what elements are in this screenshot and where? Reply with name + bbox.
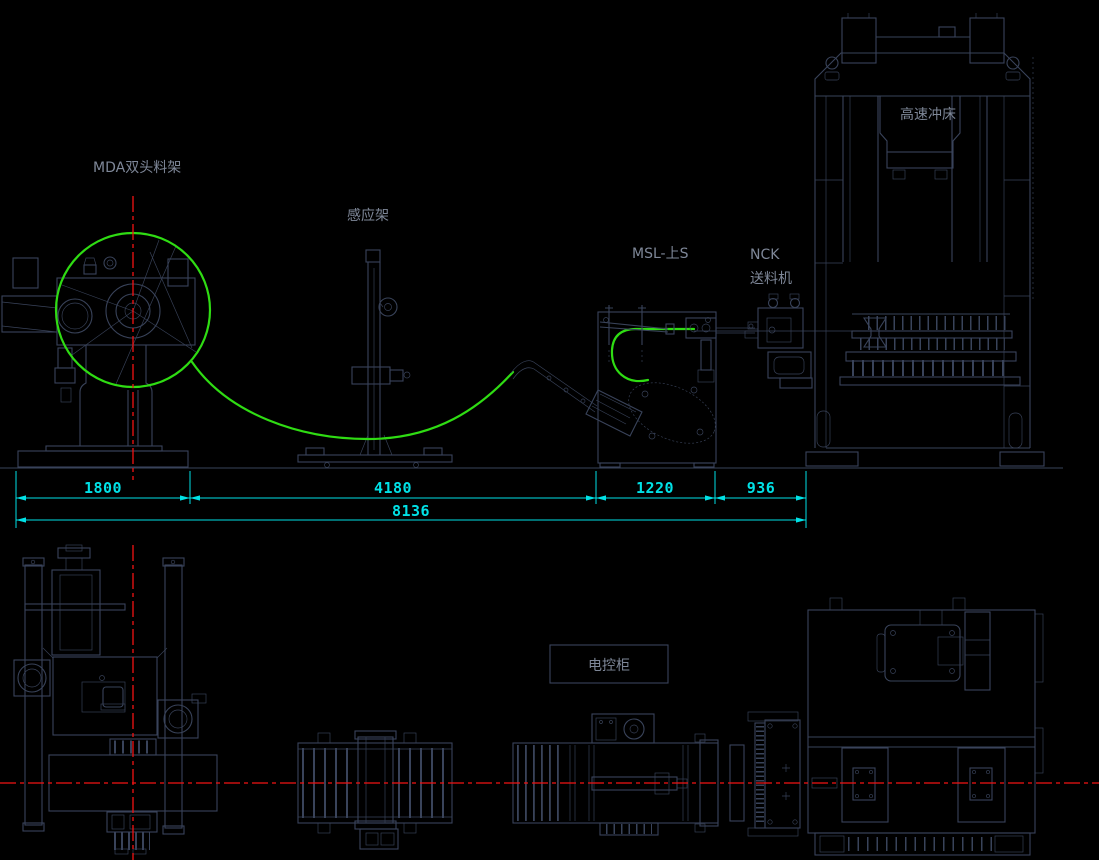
plan-view: 电控柜 — [0, 544, 1099, 860]
press-elevation — [805, 13, 1045, 467]
dim-936: 936 — [747, 479, 776, 497]
decoiler-label: MDA双头料架 — [93, 160, 181, 176]
cabinet-label: 电控柜 — [588, 658, 630, 674]
strip-sag-curve — [190, 360, 515, 441]
elevation-view: 1800 4180 1220 936 8136 MDA双头料架 感应架 MSL-… — [0, 13, 1063, 528]
feeder-plan — [729, 711, 801, 837]
roller-stand-plan — [297, 730, 453, 850]
straightener-plan — [512, 713, 719, 836]
dim-1220: 1220 — [636, 479, 674, 497]
feeder-label-line2: 送料机 — [750, 271, 792, 287]
strip-loop — [610, 327, 696, 383]
decoiler-plan — [13, 544, 218, 855]
dimension-annotations: 1800 4180 1220 936 8136 — [15, 471, 807, 528]
press-plan — [807, 597, 1044, 856]
dim-1800: 1800 — [84, 479, 122, 497]
sensor-stand-elevation — [297, 249, 453, 468]
straightener-label: MSL-上S — [632, 246, 689, 262]
decoiler-elevation — [1, 231, 212, 468]
press-label: 高速冲床 — [900, 106, 956, 123]
dim-8136: 8136 — [392, 502, 430, 520]
feeder-elevation — [744, 293, 813, 389]
cabinet-label-box: 电控柜 — [549, 644, 669, 684]
feeder-label-line1: NCK — [750, 247, 780, 263]
straightener-elevation — [585, 305, 755, 468]
dim-4180: 4180 — [374, 479, 412, 497]
sensor-stand-label: 感应架 — [347, 207, 389, 224]
material-strip — [190, 327, 856, 441]
